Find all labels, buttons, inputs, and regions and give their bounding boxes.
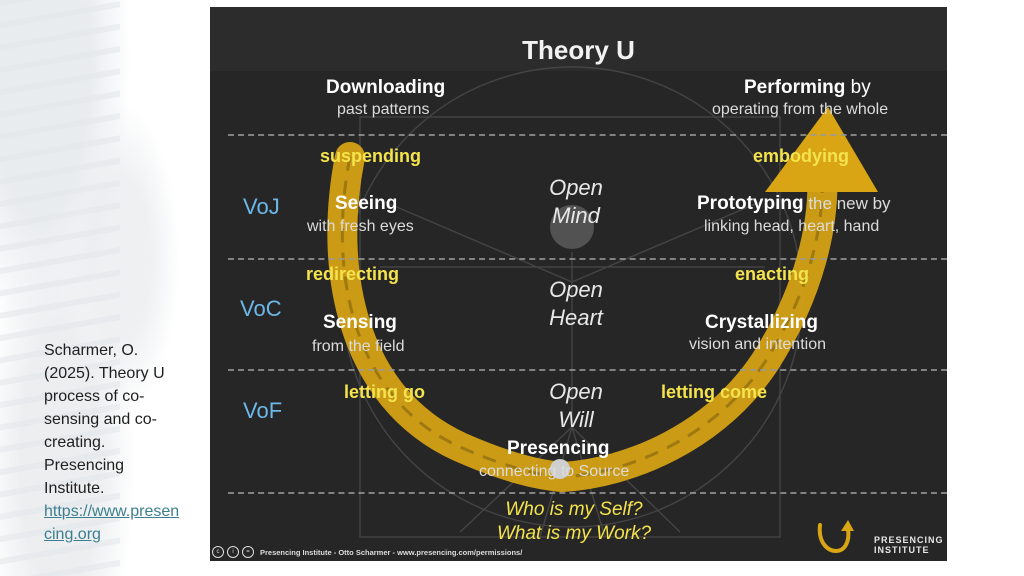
logo-text: PRESENCING INSTITUTE <box>874 535 944 555</box>
stage-sensing-subtitle: from the field <box>312 338 405 355</box>
presencing-logo-icon <box>817 520 854 554</box>
transition-redirecting: redirecting <box>306 264 400 284</box>
cc-icon: c <box>212 546 224 558</box>
theory-u-slide: Theory U Downloading past patterns <box>210 7 947 561</box>
voice-of-fear: VoF <box>243 398 283 423</box>
transition-suspending: suspending <box>320 146 422 166</box>
stage-sensing: Sensing <box>323 312 397 333</box>
question-self: Who is my Self? <box>505 499 643 520</box>
stage-seeing: Seeing <box>335 193 398 214</box>
brush-stroke-background <box>0 0 200 576</box>
stage-performing: Performing by <box>744 77 871 98</box>
stage-presencing-subtitle: connecting to Source <box>479 463 630 480</box>
stage-prototyping: Prototyping the new by <box>697 193 891 214</box>
stage-downloading: Downloading <box>326 77 446 98</box>
voice-of-judgment: VoJ <box>243 194 280 219</box>
stage-crystallizing-subtitle: vision and intention <box>689 336 826 353</box>
transition-enacting: enacting <box>735 264 810 284</box>
stage-presencing: Presencing <box>507 438 610 459</box>
divider-line <box>228 258 947 260</box>
slide-header <box>210 7 947 71</box>
stage-downloading-subtitle: past patterns <box>337 101 430 118</box>
slide-footer: Presencing Institute - Otto Scharmer - w… <box>260 548 523 557</box>
slide-title: Theory U <box>522 35 635 65</box>
stage-prototyping-subtitle: linking head, heart, hand <box>704 218 880 235</box>
stage-crystallizing: Crystallizing <box>705 312 818 333</box>
divider-line <box>228 134 947 136</box>
transition-letting-go: letting go <box>344 382 425 402</box>
voice-of-cynicism: VoC <box>240 296 282 321</box>
divider-line <box>228 369 947 371</box>
arrow-head <box>765 107 878 192</box>
open-heart: Open Heart <box>549 277 603 330</box>
citation-link[interactable]: https://www.presencing.org <box>44 503 180 543</box>
open-mind: Open Mind <box>549 175 603 228</box>
stage-seeing-subtitle: with fresh eyes <box>307 218 414 235</box>
transition-embodying: embodying <box>753 146 850 166</box>
stage-performing-subtitle: operating from the whole <box>712 101 889 118</box>
question-work: What is my Work? <box>496 523 652 544</box>
u-arrow-illustration <box>327 66 878 538</box>
source-point <box>550 459 570 479</box>
nd-icon: = <box>242 546 254 558</box>
open-will: Open Will <box>549 379 603 432</box>
by-icon: i <box>227 546 239 558</box>
divider-line <box>228 492 947 494</box>
transition-letting-come: letting come <box>661 382 768 402</box>
u-arrow <box>327 107 878 493</box>
citation-reference: Scharmer, O. (2025). Theory U process of… <box>44 342 165 497</box>
citation-text: Scharmer, O. (2025). Theory U process of… <box>44 316 184 569</box>
